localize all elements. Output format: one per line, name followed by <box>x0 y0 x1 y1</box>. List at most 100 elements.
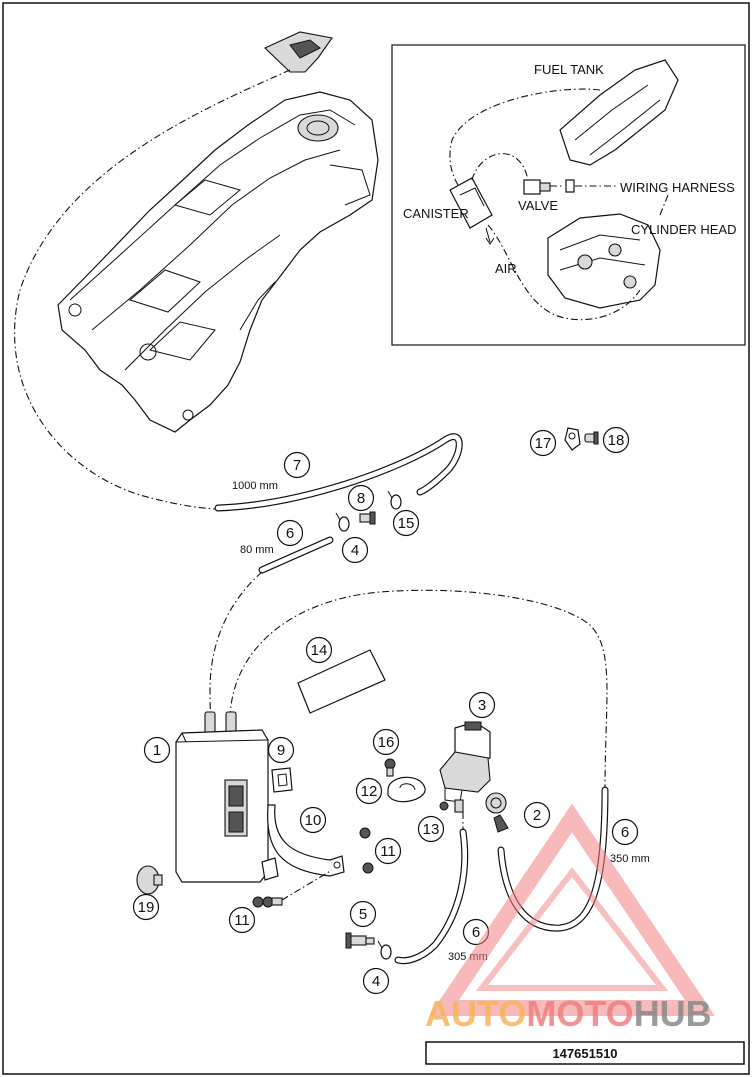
callout-number: 8 <box>357 490 365 507</box>
hose-clamp-12 <box>387 776 426 803</box>
callout-number: 12 <box>361 783 378 800</box>
callout-number: 6 <box>286 525 294 542</box>
callout-c9: 9 <box>267 736 295 764</box>
bracket-17 <box>564 427 581 451</box>
callout-c10: 10 <box>299 806 327 834</box>
part-number-box: 147651510 <box>425 1041 745 1065</box>
nut-18 <box>584 431 599 445</box>
callout-circle <box>347 484 375 512</box>
hose-6-short <box>258 536 334 574</box>
holding-bracket-10 <box>261 804 345 881</box>
callout-number: 19 <box>138 899 155 916</box>
hose-clamp-lower <box>377 940 392 960</box>
callout-number: 18 <box>608 432 625 449</box>
callout-number: 5 <box>359 906 367 923</box>
callout-number: 14 <box>311 642 328 659</box>
inset-fuel-tank <box>559 59 679 166</box>
label-valve: VALVE <box>518 198 558 213</box>
callout-circle <box>299 806 327 834</box>
callout-circle <box>468 691 496 719</box>
callout-number: 16 <box>378 734 395 751</box>
callout-c4b: 4 <box>362 967 390 995</box>
callout-c2: 2 <box>523 801 551 829</box>
callout-c1: 1 <box>143 736 171 764</box>
callout-number: 3 <box>478 697 486 714</box>
callout-number: 13 <box>423 821 440 838</box>
callout-c7: 7 <box>283 451 311 479</box>
callout-circle <box>341 536 369 564</box>
callout-number: 11 <box>234 912 250 929</box>
label-air: AIR <box>495 261 517 276</box>
callout-c11a: 11 <box>228 906 256 934</box>
callout-c5: 5 <box>349 900 377 928</box>
screw-axis-line <box>281 869 333 901</box>
fuel-tank-illustration <box>57 91 379 433</box>
screw-16 <box>384 758 396 777</box>
callout-c8: 8 <box>347 484 375 512</box>
callout-number: 1 <box>153 742 161 759</box>
callout-number: 4 <box>372 973 380 990</box>
callout-circle <box>355 777 383 805</box>
callout-number: 11 <box>380 843 396 860</box>
callout-c14: 14 <box>305 636 333 664</box>
length-hose-7: 1000 mm <box>232 480 278 492</box>
label-canister: CANISTER <box>403 206 469 221</box>
callout-circle <box>372 728 400 756</box>
watermark-text: AUTOMOTOHUB <box>425 993 712 1034</box>
purge-control-valve <box>439 721 491 813</box>
clip-9 <box>271 767 293 793</box>
callout-circle <box>228 906 256 934</box>
callout-circle <box>132 893 160 921</box>
callout-c3: 3 <box>468 691 496 719</box>
label-fuel-tank: FUEL TANK <box>534 62 604 77</box>
routing-line-2 <box>229 589 608 791</box>
routing-line-1 <box>209 571 263 719</box>
inset-cylinder-head <box>547 213 661 309</box>
callout-circle <box>523 801 551 829</box>
callout-circle <box>283 451 311 479</box>
callout-c15: 15 <box>392 509 420 537</box>
watermark-triangle-icon <box>428 803 716 1016</box>
rubber-buffer-19 <box>136 865 163 895</box>
callout-number: 9 <box>277 742 285 759</box>
activated-charcoal-canister <box>175 711 269 883</box>
label-sticker-14 <box>297 649 386 714</box>
connector-8 <box>359 511 376 525</box>
length-hose-6b: 350 mm <box>610 853 650 865</box>
inset-canister <box>449 177 493 229</box>
callout-circle <box>267 736 295 764</box>
callout-c16: 16 <box>372 728 400 756</box>
part-number: 147651510 <box>552 1046 617 1061</box>
callout-circle <box>392 509 420 537</box>
callout-number: 2 <box>533 807 541 824</box>
watermark-inner-triangle-icon <box>475 867 669 991</box>
automotohub-watermark: AUTOMOTOHUB <box>425 803 716 1034</box>
callout-c12: 12 <box>355 777 383 805</box>
label-wiring-harness: WIRING HARNESS <box>620 180 735 195</box>
hose-7 <box>214 433 463 512</box>
label-cylinder-head: CYLINDER HEAD <box>631 222 736 237</box>
callout-number: 10 <box>305 812 322 829</box>
hose-6-305mm <box>394 828 469 965</box>
callout-circle <box>305 636 333 664</box>
hose-clamp-upper <box>335 512 350 532</box>
callout-number: 17 <box>535 435 552 452</box>
callout-c19: 19 <box>132 893 160 921</box>
callout-number: 4 <box>351 542 359 559</box>
callout-circle <box>611 818 639 846</box>
callout-circle <box>529 429 557 457</box>
fuel-tank-cap <box>264 31 333 73</box>
callout-circle <box>349 900 377 928</box>
callout-circle <box>374 837 402 865</box>
screw-13 <box>439 801 449 811</box>
hose-clamp-15 <box>387 490 402 510</box>
callout-c6a: 6 <box>276 519 304 547</box>
callout-circle <box>362 967 390 995</box>
callout-circle <box>602 426 630 454</box>
valve-connector-2 <box>485 792 509 833</box>
callout-circle <box>417 815 445 843</box>
inset-valve <box>523 179 575 195</box>
